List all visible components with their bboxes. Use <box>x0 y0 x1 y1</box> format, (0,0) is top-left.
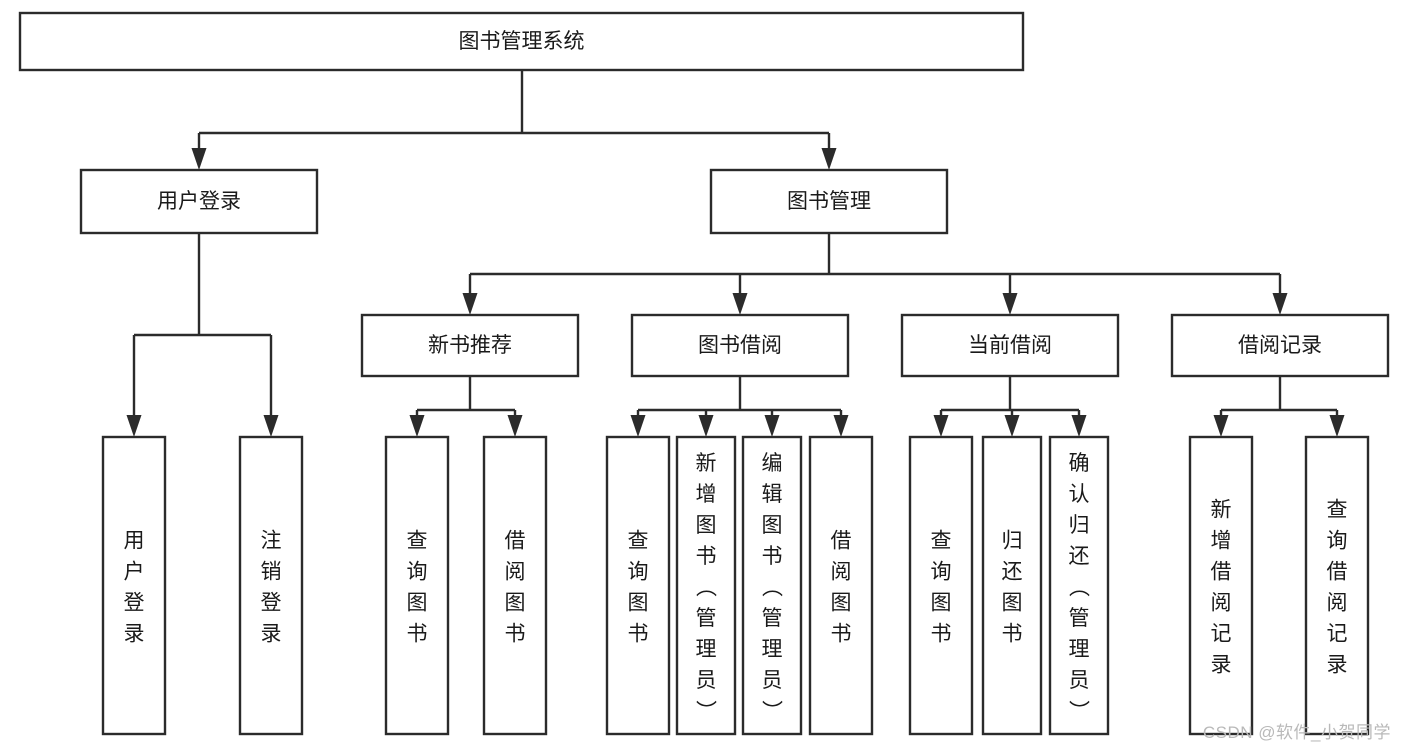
node-box[interactable] <box>630 313 850 378</box>
node-box[interactable] <box>741 435 803 736</box>
node-label: 编辑图书（管理员） <box>762 452 784 723</box>
node-box[interactable] <box>384 435 450 736</box>
connector-book-borrow <box>630 376 849 437</box>
node-label: 确认归还（管理员） <box>1069 452 1091 723</box>
node-leaf-bb-edit[interactable]: 编辑图书（管理员） <box>741 435 803 736</box>
node-box[interactable] <box>981 435 1043 736</box>
node-label: 新增图书（管理员） <box>696 452 718 723</box>
connector-book-manage <box>462 233 1288 315</box>
node-label: 借阅图书 <box>831 530 852 646</box>
node-box[interactable] <box>360 313 580 378</box>
node-box[interactable] <box>675 435 737 736</box>
node-leaf-br-query[interactable]: 查询借阅记录 <box>1304 435 1370 736</box>
node-label: 图书管理 <box>787 190 871 213</box>
node-box[interactable] <box>238 435 304 736</box>
node-leaf-bb-query[interactable]: 查询图书 <box>605 435 671 736</box>
connector-root <box>191 70 837 170</box>
node-box[interactable] <box>79 168 319 235</box>
arrow-head-icon <box>126 415 142 437</box>
node-leaf-rec-borrow[interactable]: 借阅图书 <box>482 435 548 736</box>
arrow-head-icon <box>507 415 523 437</box>
node-current-borrow[interactable]: 当前借阅 <box>900 313 1120 378</box>
node-label: 归还图书 <box>1002 530 1023 646</box>
node-box[interactable] <box>1304 435 1370 736</box>
arrow-head-icon <box>1213 415 1229 437</box>
arrow-head-icon <box>732 293 748 315</box>
connectors-layer <box>126 70 1345 437</box>
node-leaf-user-login[interactable]: 用户登录 <box>101 435 167 736</box>
node-box[interactable] <box>482 435 548 736</box>
arrow-head-icon <box>409 415 425 437</box>
node-box[interactable] <box>101 435 167 736</box>
arrow-head-icon <box>821 148 837 170</box>
arrow-head-icon <box>1272 293 1288 315</box>
node-box[interactable] <box>18 11 1025 72</box>
node-leaf-cb-confirm[interactable]: 确认归还（管理员） <box>1048 435 1110 736</box>
node-box[interactable] <box>1188 435 1254 736</box>
node-book-manage[interactable]: 图书管理 <box>709 168 949 235</box>
node-label: 用户登录 <box>157 190 241 213</box>
node-label: 查询图书 <box>407 530 428 646</box>
node-label: 图书管理系统 <box>459 30 585 53</box>
node-label: 查询图书 <box>628 530 649 646</box>
node-label: 查询借阅记录 <box>1327 499 1348 677</box>
arrow-head-icon <box>833 415 849 437</box>
node-box[interactable] <box>808 435 874 736</box>
node-book-borrow[interactable]: 图书借阅 <box>630 313 850 378</box>
node-root[interactable]: 图书管理系统 <box>18 11 1025 72</box>
node-label: 借阅图书 <box>505 530 526 646</box>
watermark-label: CSDN @软件_小贺同学 <box>1202 723 1391 742</box>
arrow-head-icon <box>462 293 478 315</box>
node-box[interactable] <box>1048 435 1110 736</box>
node-box[interactable] <box>908 435 974 736</box>
node-label: 图书借阅 <box>698 334 782 357</box>
node-leaf-bb-add[interactable]: 新增图书（管理员） <box>675 435 737 736</box>
node-borrow-record[interactable]: 借阅记录 <box>1170 313 1390 378</box>
node-label: 用户登录 <box>124 530 145 646</box>
node-label: 当前借阅 <box>968 334 1052 357</box>
arrow-head-icon <box>698 415 714 437</box>
node-user-login[interactable]: 用户登录 <box>79 168 319 235</box>
arrow-head-icon <box>933 415 949 437</box>
node-label: 新增借阅记录 <box>1211 499 1232 677</box>
arrow-head-icon <box>1329 415 1345 437</box>
nodes-layer: 图书管理系统用户登录图书管理新书推荐图书借阅当前借阅借阅记录用户登录注销登录查询… <box>18 11 1390 736</box>
arrow-head-icon <box>1004 415 1020 437</box>
arrow-head-icon <box>1002 293 1018 315</box>
arrow-head-icon <box>263 415 279 437</box>
node-leaf-br-add[interactable]: 新增借阅记录 <box>1188 435 1254 736</box>
node-box[interactable] <box>900 313 1120 378</box>
node-label: 注销登录 <box>261 530 282 646</box>
arrow-head-icon <box>1071 415 1087 437</box>
node-box[interactable] <box>709 168 949 235</box>
node-box[interactable] <box>1170 313 1390 378</box>
node-box[interactable] <box>605 435 671 736</box>
node-leaf-cb-query[interactable]: 查询图书 <box>908 435 974 736</box>
arrow-head-icon <box>764 415 780 437</box>
connector-current-borrow <box>933 376 1087 437</box>
node-leaf-bb-borrow[interactable]: 借阅图书 <box>808 435 874 736</box>
connector-user-login <box>126 233 279 437</box>
node-leaf-rec-query[interactable]: 查询图书 <box>384 435 450 736</box>
connector-borrow-record <box>1213 376 1345 437</box>
arrow-head-icon <box>630 415 646 437</box>
node-label: 新书推荐 <box>428 334 512 357</box>
connector-new-book-rec <box>409 376 523 437</box>
node-leaf-cb-return[interactable]: 归还图书 <box>981 435 1043 736</box>
node-label: 借阅记录 <box>1238 334 1322 357</box>
node-new-book-rec[interactable]: 新书推荐 <box>360 313 580 378</box>
arrow-head-icon <box>191 148 207 170</box>
node-leaf-user-logout[interactable]: 注销登录 <box>238 435 304 736</box>
node-label: 查询图书 <box>931 530 952 646</box>
